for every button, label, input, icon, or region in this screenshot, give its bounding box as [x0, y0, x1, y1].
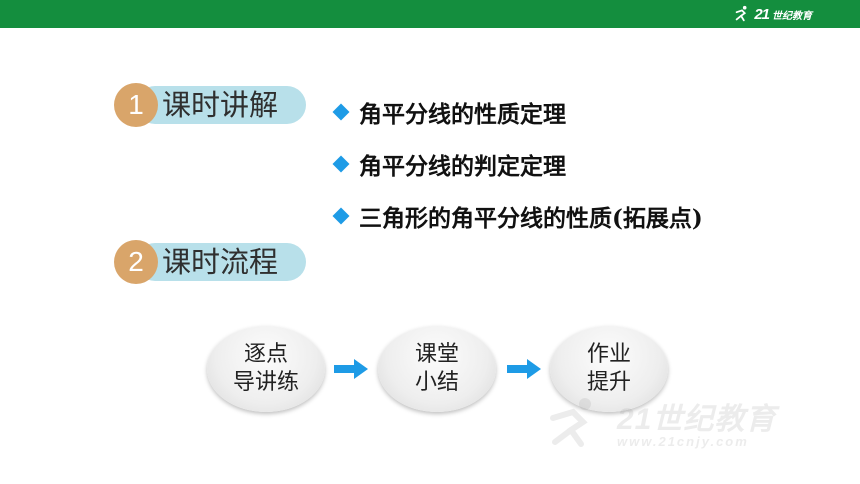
top-header-bar: 21 世纪教育	[0, 0, 860, 28]
topic-text: 角平分线的性质定理	[359, 101, 566, 128]
topic-text: 三角形的角平分线的性质(拓展点)	[359, 205, 703, 232]
flow-step-line: 课堂	[414, 342, 459, 367]
topic-item: 角平分线的判定定理	[332, 138, 703, 190]
diamond-bullet-icon	[332, 207, 349, 225]
runner-logo-icon	[736, 5, 747, 22]
logo-number: 21	[754, 5, 770, 23]
topic-text: 角平分线的判定定理	[359, 153, 566, 180]
flow-step-summary[interactable]: 课堂 小结	[378, 326, 496, 412]
section-header-lesson-explanation: 1 课时讲解	[114, 83, 306, 127]
section-title: 课时流程	[162, 245, 279, 279]
topic-item: 角平分线的性质定理	[332, 86, 703, 138]
section-header-lesson-flow: 2 课时流程	[114, 240, 306, 284]
logo-text: 世纪教育	[772, 10, 812, 22]
watermark-runner-icon	[550, 398, 591, 447]
flow-step-line: 逐点	[243, 342, 288, 367]
flow-step-line: 作业	[586, 342, 631, 367]
flow-arrow-icon	[334, 359, 368, 379]
flow-step-line: 导讲练	[232, 370, 299, 395]
section-number-badge: 1	[114, 83, 158, 127]
diamond-bullet-icon	[332, 155, 349, 173]
flow-step-line: 提升	[586, 370, 631, 395]
diamond-bullet-icon	[332, 103, 349, 121]
topic-list: 角平分线的性质定理 角平分线的判定定理 三角形的角平分线的性质(拓展点)	[332, 86, 703, 242]
section-number-badge: 2	[114, 240, 158, 284]
section-pill-background	[136, 243, 306, 281]
section-title: 课时讲解	[162, 88, 279, 122]
flow-arrow-icon	[507, 359, 541, 379]
topic-item: 三角形的角平分线的性质(拓展点)	[332, 190, 703, 242]
flow-step-homework[interactable]: 作业 提升	[550, 326, 668, 412]
flow-step-line: 小结	[414, 370, 459, 395]
brand-logo: 21 世纪教育	[733, 5, 812, 23]
watermark-logo-text: 21世纪教育	[617, 403, 777, 436]
watermark: 21世纪教育 www.21cnjy.com	[545, 394, 825, 454]
flow-step-practice[interactable]: 逐点 导讲练	[207, 326, 325, 412]
section-pill-background	[136, 86, 306, 124]
watermark-url: www.21cnjy.com	[617, 434, 749, 449]
